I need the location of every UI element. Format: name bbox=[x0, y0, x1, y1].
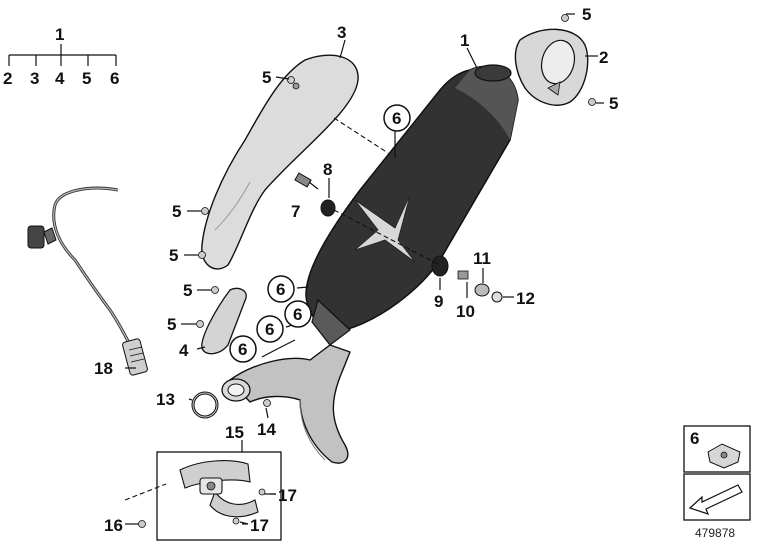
oxygen-sensor bbox=[27, 186, 148, 376]
callout-5: 5 bbox=[582, 5, 591, 24]
bolt-7 bbox=[294, 172, 312, 188]
callout-5: 5 bbox=[609, 94, 618, 113]
sensor-connector bbox=[27, 225, 45, 249]
rubber-mount-9 bbox=[431, 255, 449, 277]
muffler-emblem bbox=[354, 194, 416, 263]
tree-child-label: 5 bbox=[82, 69, 91, 88]
exhaust-manifold bbox=[221, 344, 351, 464]
callout-2: 2 bbox=[599, 48, 608, 67]
diagram-reference-number: 479878 bbox=[695, 526, 735, 540]
callout-17: 17 bbox=[250, 516, 269, 535]
screw-icon bbox=[588, 98, 596, 106]
callout-18: 18 bbox=[94, 359, 113, 378]
screw-icon bbox=[196, 320, 204, 328]
screw-icon bbox=[263, 399, 271, 407]
callout-17: 17 bbox=[278, 486, 297, 505]
callout-15: 15 bbox=[225, 423, 244, 442]
screw-icon bbox=[138, 520, 146, 528]
callout-5: 5 bbox=[169, 246, 178, 265]
callout-4: 4 bbox=[179, 341, 189, 360]
tree-child-label: 3 bbox=[30, 69, 39, 88]
screw-icon bbox=[201, 207, 209, 215]
clamp-lower-half bbox=[209, 490, 259, 518]
callout-5: 5 bbox=[183, 281, 192, 300]
callout-6: 6 bbox=[293, 305, 302, 324]
direction-arrow-icon bbox=[688, 484, 743, 515]
callout-5: 5 bbox=[262, 68, 271, 87]
callout-9: 9 bbox=[434, 292, 443, 311]
screw-icon bbox=[561, 14, 569, 22]
leader-lines bbox=[124, 13, 604, 525]
callout-11: 11 bbox=[473, 249, 491, 268]
legend-arrow-box bbox=[683, 473, 751, 521]
callout-13: 13 bbox=[156, 390, 175, 409]
legend-label: 6 bbox=[690, 429, 699, 448]
callout-6: 6 bbox=[392, 109, 401, 128]
heat-shield bbox=[201, 54, 359, 270]
sleeve-10 bbox=[457, 270, 469, 280]
rubber-mount-8 bbox=[320, 199, 336, 217]
callout-10: 10 bbox=[456, 302, 475, 321]
callout-6-circles bbox=[229, 104, 411, 363]
washer-11 bbox=[474, 283, 490, 297]
clamp-kit-box bbox=[156, 451, 282, 541]
tree-root-label: 1 bbox=[55, 25, 64, 44]
small-heat-shield bbox=[201, 287, 247, 355]
callout-3: 3 bbox=[337, 23, 346, 42]
clamp-screw-icon bbox=[232, 517, 240, 525]
callout-6: 6 bbox=[238, 340, 247, 359]
rear-muffler bbox=[305, 64, 519, 346]
nut-12 bbox=[491, 291, 503, 303]
callout-1: 1 bbox=[460, 31, 469, 50]
screw-icon bbox=[211, 286, 219, 294]
callout-5: 5 bbox=[172, 202, 181, 221]
tree-child-label: 4 bbox=[55, 69, 65, 88]
screw-icon bbox=[287, 76, 295, 84]
callout-14: 14 bbox=[257, 420, 276, 439]
callout-6: 6 bbox=[276, 280, 285, 299]
callout-8: 8 bbox=[323, 160, 332, 179]
callout-labels: 1 2 3 4 5 5 5 5 5 5 5 6 6 6 6 6 7 8 9 10… bbox=[94, 5, 618, 535]
callout-12: 12 bbox=[516, 289, 535, 308]
screw-icon bbox=[198, 251, 206, 259]
callout-6: 6 bbox=[265, 320, 274, 339]
clamp-screw-icon bbox=[258, 488, 266, 496]
sensor-probe bbox=[122, 338, 148, 376]
end-cap bbox=[514, 28, 589, 106]
legend-nut-box: 6 bbox=[683, 425, 751, 473]
hierarchy-tree: 1 2 3 4 5 6 bbox=[3, 25, 119, 88]
callout-5: 5 bbox=[167, 315, 176, 334]
callout-7: 7 bbox=[291, 202, 300, 221]
tree-child-label: 6 bbox=[110, 69, 119, 88]
tree-child-label: 2 bbox=[3, 69, 12, 88]
callout-16: 16 bbox=[104, 516, 123, 535]
